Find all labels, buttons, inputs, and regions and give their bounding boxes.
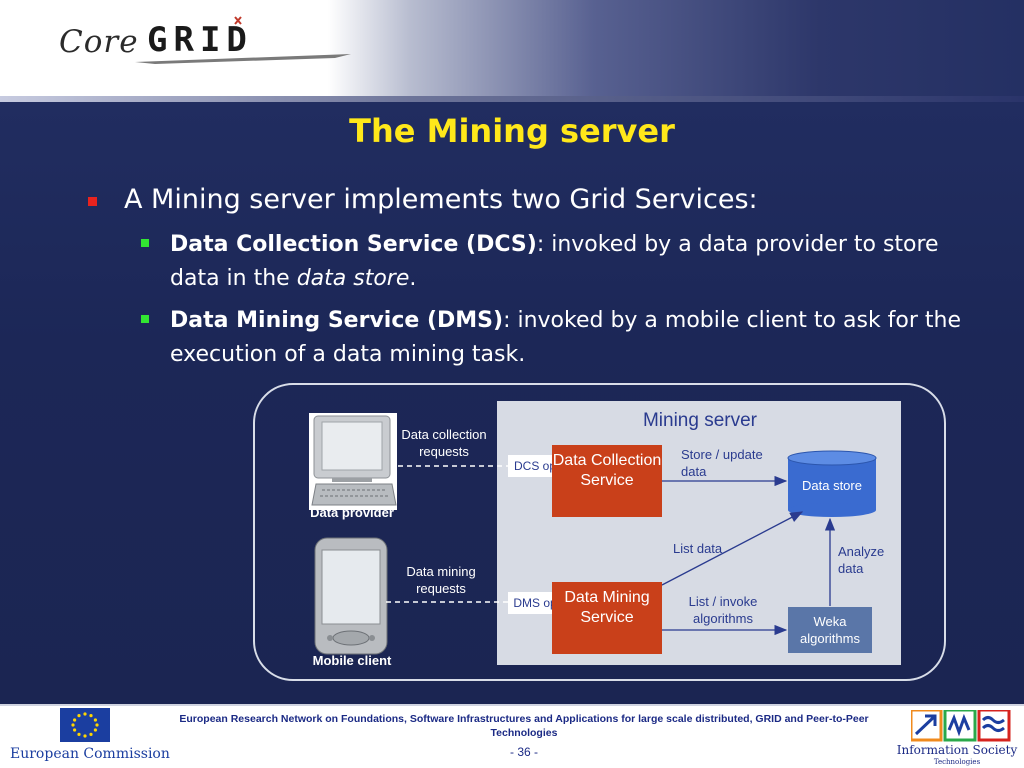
data-mining-requests-label: Data mining requests xyxy=(406,564,476,596)
green-square-bullet-icon xyxy=(141,315,149,323)
is-caption-main: Information Society xyxy=(896,743,1018,757)
sub-bullet-dms-text: Data Mining Service (DMS): invoked by a … xyxy=(170,304,970,372)
eu-flag-icon xyxy=(60,708,110,742)
dms-description: : invoked by a mobile client to ask for … xyxy=(170,308,962,367)
is-caption-small: Technologies xyxy=(933,758,981,766)
dcs-period: . xyxy=(409,266,417,291)
coregrid-logo: Core GRID xyxy=(55,14,355,70)
mobile-client-label: Mobile client xyxy=(312,653,392,668)
footer-divider xyxy=(0,704,1024,706)
store-update-label: Store / update data xyxy=(681,447,763,479)
red-square-bullet-icon xyxy=(88,197,97,206)
information-society-caption: Information Society Technologies xyxy=(896,744,1018,768)
data-collection-service-box: Data Collection Service xyxy=(552,445,662,517)
footer-network-text: European Research Network on Foundations… xyxy=(179,713,869,739)
information-society-logo-icon xyxy=(911,710,1011,742)
green-square-bullet-icon xyxy=(141,239,149,247)
list-data-arrow xyxy=(661,511,804,586)
data-store-label: Data store xyxy=(802,478,862,493)
dcs-description: : invoked by a data provider to store da… xyxy=(170,232,939,291)
data-store-cylinder-icon xyxy=(787,450,877,517)
dcs-term: Data Collection Service (DCS) xyxy=(170,232,537,257)
slide-header xyxy=(0,0,1024,98)
sub-bullet-dcs-text: Data Collection Service (DCS): invoked b… xyxy=(170,228,970,296)
logo-core-text: Core xyxy=(59,24,139,60)
data-collection-requests-label: Data collection requests xyxy=(401,427,487,459)
weka-algorithms-box: Weka algorithms xyxy=(788,607,872,653)
pda-device-icon xyxy=(314,537,388,655)
list-data-label: List data xyxy=(673,541,723,556)
desktop-computer-icon xyxy=(309,413,397,510)
data-provider-label: Data provider xyxy=(310,505,394,520)
slide-title: The Mining server xyxy=(349,112,675,150)
list-invoke-label: List / invoke algorithms xyxy=(688,594,758,626)
logo-grid-text: GRID xyxy=(147,20,253,60)
mining-server-label: Mining server xyxy=(642,410,758,431)
dms-term: Data Mining Service (DMS) xyxy=(170,308,504,333)
data-store-term: data store xyxy=(296,266,410,291)
analyze-data-label: Analyze data xyxy=(838,544,885,576)
logo-swoosh xyxy=(135,16,351,64)
page-number: - 36 - xyxy=(509,745,538,759)
slide-footer xyxy=(0,704,1024,768)
european-commission-caption: European Commission xyxy=(10,746,170,762)
header-divider xyxy=(0,96,1024,102)
diagram-frame xyxy=(253,383,946,681)
data-mining-service-box: Data Mining Service xyxy=(552,582,662,654)
main-bullet-text: A Mining server implements two Grid Serv… xyxy=(124,184,758,215)
